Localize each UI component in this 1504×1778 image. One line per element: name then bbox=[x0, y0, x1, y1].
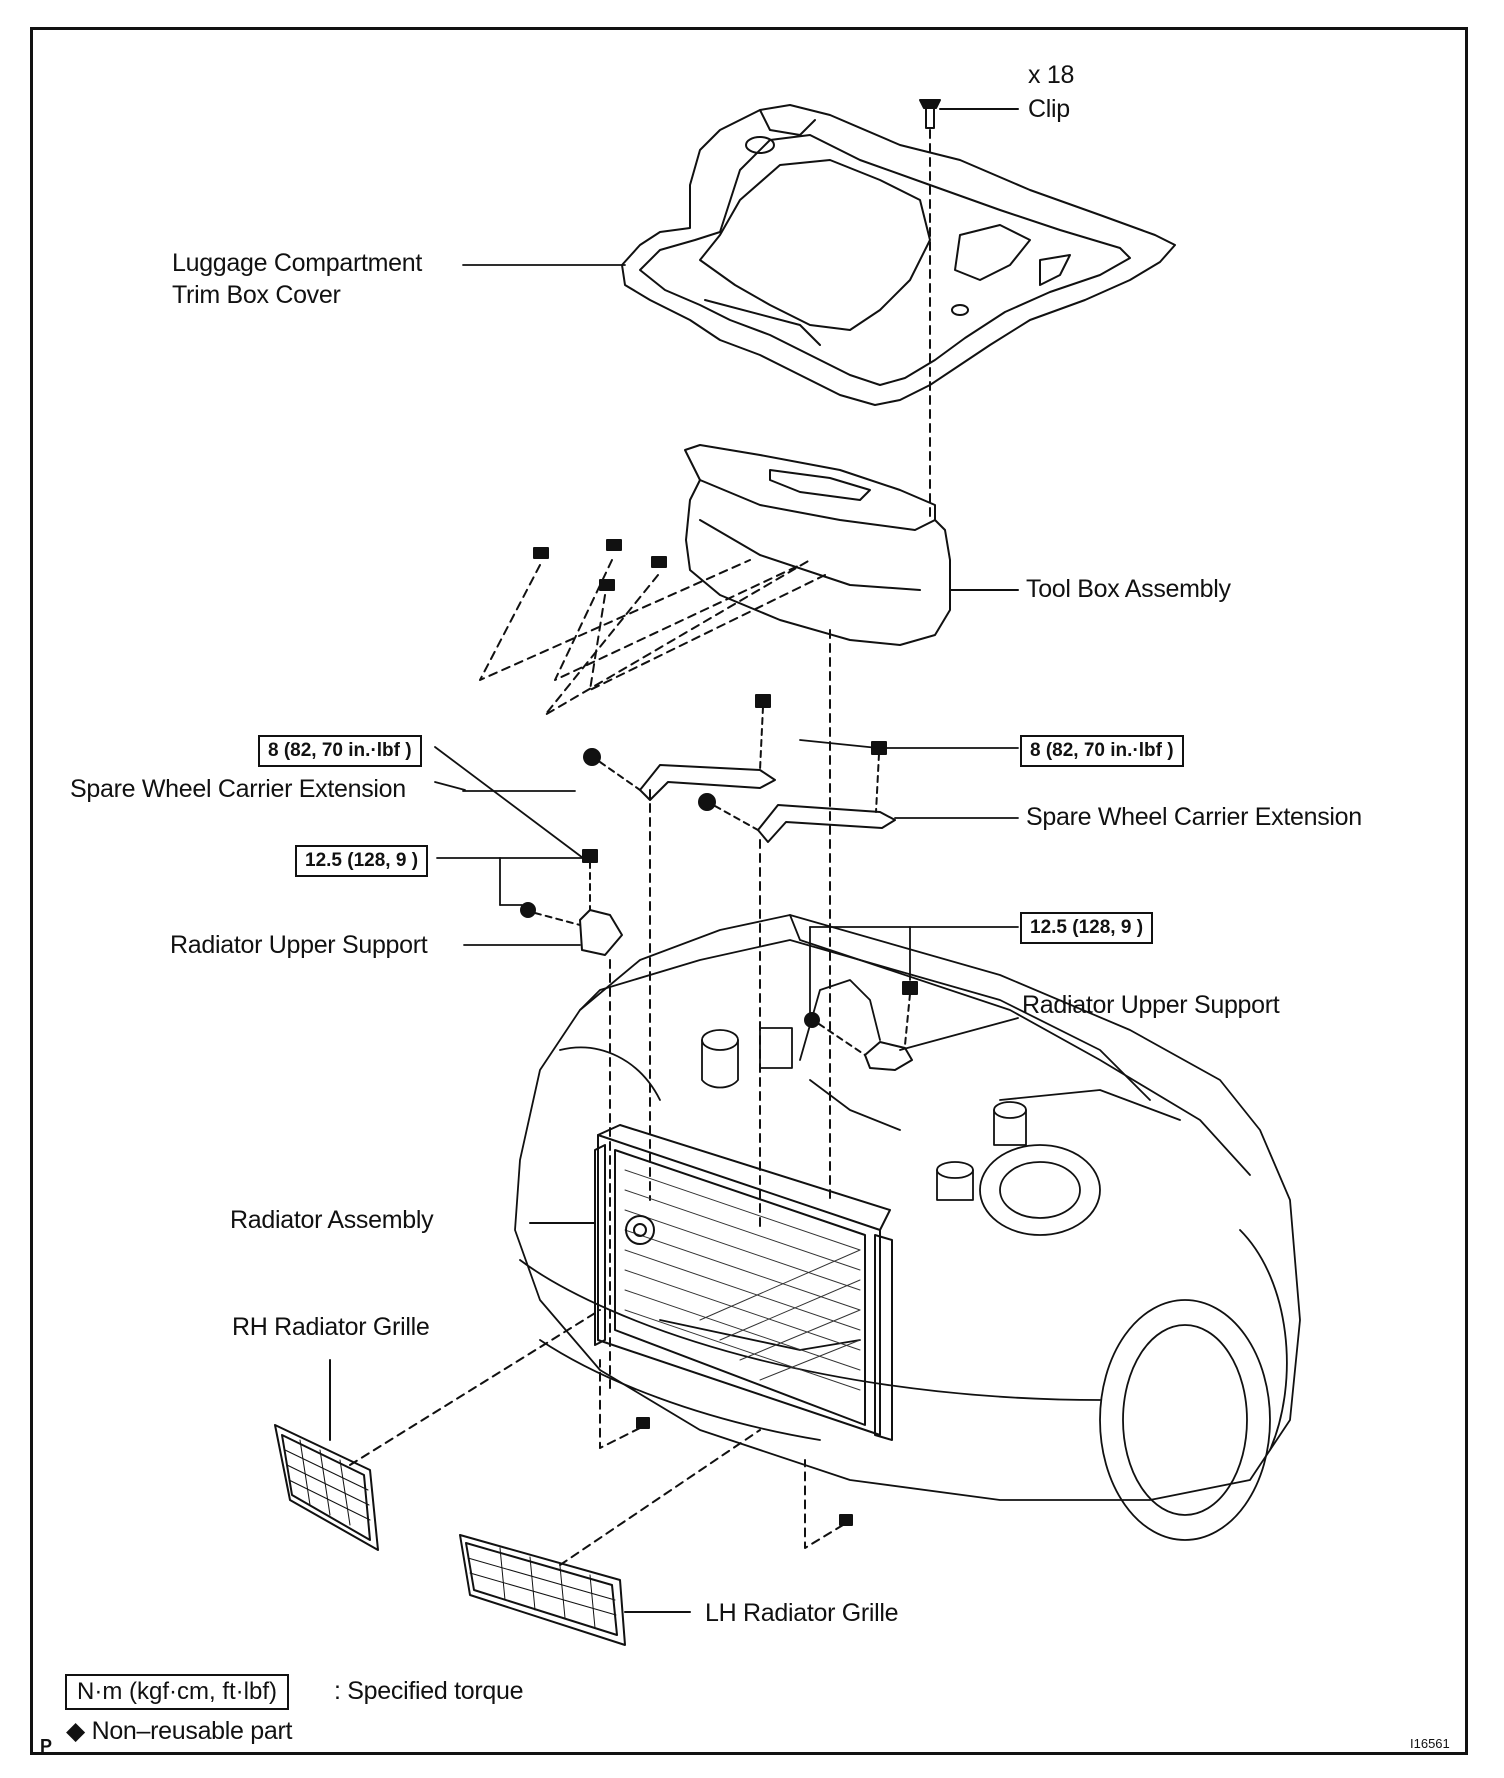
trim-box-cover-part bbox=[621, 104, 1176, 406]
clip-label: Clip bbox=[1028, 95, 1070, 123]
diamond-icon bbox=[68, 1725, 84, 1741]
torque-spec-spare-left: 8 (82, 70 in.·lbf ) bbox=[258, 735, 422, 767]
spare-wheel-carrier-right bbox=[698, 741, 896, 843]
radiator-upper-support-left bbox=[520, 849, 623, 956]
luggage-cover-label-line1: Luggage Compartment bbox=[172, 249, 423, 277]
torque-legend-desc: : Specified torque bbox=[334, 1677, 524, 1705]
rh-grille-label: RH Radiator Grille bbox=[232, 1313, 430, 1341]
diagram-frame bbox=[30, 27, 1468, 1755]
clip-part bbox=[919, 99, 1019, 129]
torque-spec-support-right: 12.5 (128, 9 ) bbox=[1020, 912, 1154, 944]
spare-wheel-carrier-right-label: Spare Wheel Carrier Extension bbox=[1026, 803, 1362, 831]
page-marker: P bbox=[40, 1736, 53, 1756]
nonreusable-legend: ◆ Non–reusable part bbox=[66, 1717, 293, 1745]
spare-wheel-carrier-left bbox=[583, 694, 776, 801]
spare-wheel-carrier-left-label: Spare Wheel Carrier Extension bbox=[70, 775, 406, 803]
radiator-upper-support-right bbox=[804, 981, 918, 1071]
lower-bolts bbox=[599, 1359, 853, 1549]
tool-box-part bbox=[684, 444, 1019, 646]
radiator-assembly-part bbox=[529, 1124, 893, 1441]
clip-qty-label: x 18 bbox=[1028, 61, 1075, 89]
radiator-upper-support-right-label: Radiator Upper Support bbox=[1022, 991, 1280, 1019]
figure-id: I16561 bbox=[1410, 1736, 1450, 1751]
lh-grille-part bbox=[459, 1429, 761, 1646]
luggage-cover-label-line2: Trim Box Cover bbox=[172, 281, 341, 309]
radiator-upper-support-left-label: Radiator Upper Support bbox=[170, 931, 428, 959]
radiator-assembly-label: Radiator Assembly bbox=[230, 1206, 434, 1234]
vehicle-body bbox=[514, 914, 1301, 1541]
torque-unit-legend: N·m (kgf·cm, ft·lbf) bbox=[65, 1674, 289, 1710]
bolt-icons bbox=[533, 539, 667, 591]
tool-box-bolts bbox=[479, 559, 826, 716]
lh-grille-label: LH Radiator Grille bbox=[705, 1599, 899, 1627]
tool-box-label: Tool Box Assembly bbox=[1026, 575, 1231, 603]
rh-grille-part bbox=[274, 1309, 601, 1551]
torque-spec-spare-right: 8 (82, 70 in.·lbf ) bbox=[1020, 735, 1184, 767]
torque-spec-support-left: 12.5 (128, 9 ) bbox=[295, 845, 429, 877]
leader-lines bbox=[434, 264, 1019, 1051]
